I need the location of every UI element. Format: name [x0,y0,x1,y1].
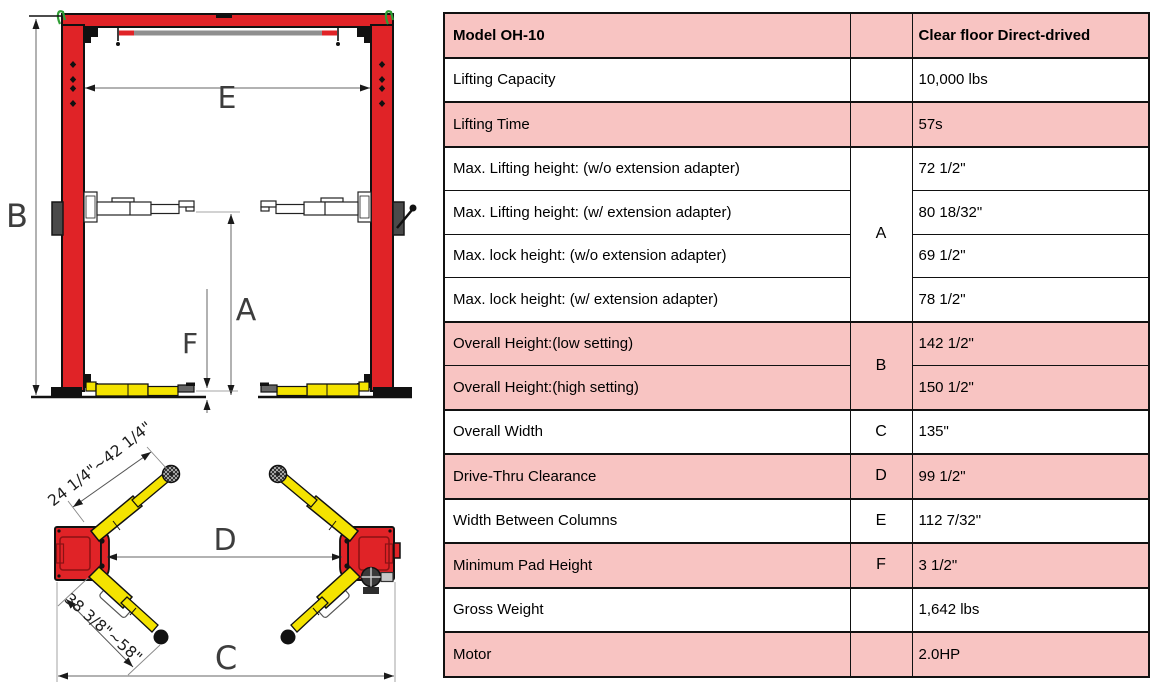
spec-value-cell: 135" [911,409,1150,455]
spec-value-cell: 150 1/2" [911,365,1150,411]
lock-holes [69,61,386,107]
floor-line [31,387,412,399]
dim-letter-cell [849,57,913,103]
spec-value-cell: 1,642 lbs [911,587,1150,633]
table-row: Overall Height:(low setting) B 142 1/2" [443,321,1150,411]
dimension-b: B [6,15,62,395]
dimension-f: F [182,289,238,413]
table-row: Motor 2.0HP [443,631,1150,677]
spec-value-cell: 99 1/2" [911,453,1150,500]
spec-value-cell: 72 1/2" [911,146,1150,191]
spec-value-cell: 78 1/2" [911,277,1150,323]
dim-letter-cell: D [849,453,913,500]
spec-label-cell: Motor [443,631,851,677]
hook-icon [384,10,395,25]
table-row: Minimum Pad Height F 3 1/2" [443,542,1150,589]
lowered-arm [84,374,195,397]
spec-label-cell: Gross Weight [443,587,851,633]
spec-value-cell: 10,000 lbs [911,57,1150,103]
config-name-cell: Clear floor Direct-drived [911,12,1150,59]
spec-label-cell: Drive-Thru Clearance [443,453,851,500]
table-header-row: Model OH-10 Clear floor Direct-drived [443,12,1150,59]
dimension-e: E [85,81,370,116]
spec-label-cell: Max. Lifting height: (w/ extension adapt… [443,190,851,235]
spec-label-cell: Overall Height:(high setting) [443,365,851,411]
dim-letter-cell: B [849,321,913,411]
spec-label-cell: Max. lock height: (w/ extension adapter) [443,277,851,323]
table-row: Width Between Columns E 112 7/32" [443,498,1150,544]
lift-diagram: B E A F [6,10,417,682]
side-pad-right [392,201,405,236]
table-row: Overall Width C 135" [443,409,1150,455]
table-row: Max. Lifting height: (w/o extension adap… [443,146,1150,323]
spec-value-cell: 2.0HP [911,631,1150,677]
dimension-a: A [196,211,257,395]
dimension-label-b: B [6,197,28,235]
table-row: Max. lock height: (w/o extension adapter… [443,233,1150,278]
spec-value-cell: 112 7/32" [911,498,1150,544]
spec-label-cell: Overall Width [443,409,851,455]
front-view-diagram: B E A F [6,10,417,413]
dim-letter-cell: F [849,542,913,589]
dim-letter-cell: E [849,498,913,544]
dimension-d: D [107,523,342,561]
lift-crossbar [61,13,394,43]
spec-value-cell: 80 18/32" [911,190,1150,235]
dim-letter-cell [849,101,913,148]
spec-label-cell: Max. lock height: (w/o extension adapter… [443,233,851,278]
power-unit-lever [396,204,417,229]
spec-value-cell: 57s [911,101,1150,148]
dimension-front-arm-reach: 24 1/4"~42 1/4" [45,418,168,523]
side-pad-left [51,201,64,236]
spec-value-cell: 142 1/2" [911,321,1150,366]
dim-letter-cell: C [849,409,913,455]
table-row: Max. lock height: (w/ extension adapter)… [443,277,1150,323]
dimension-label-f: F [182,327,198,360]
dimension-label-d: D [213,523,236,558]
top-view-diagram: D C 24 1/4"~42 1/4" 38 3/8"~5 [45,418,401,682]
model-name-cell: Model OH-10 [443,12,851,59]
table-row: Overall Height:(high setting) 150 1/2" [443,365,1150,411]
overhead-shutoff-bar [116,26,340,46]
table-row: Gross Weight 1,642 lbs [443,587,1150,633]
spec-table: Model OH-10 Clear floor Direct-drived Li… [443,12,1150,678]
table-row: Lifting Time 57s [443,101,1150,148]
spec-label-cell: Max. Lifting height: (w/o extension adap… [443,146,851,191]
table-row: Drive-Thru Clearance D 99 1/2" [443,453,1150,500]
spec-label-cell: Lifting Capacity [443,57,851,103]
dimension-label-e: E [218,81,237,116]
dim-letter-cell [849,587,913,633]
dim-letter-cell [849,631,913,677]
table-row: Max. Lifting height: (w/ extension adapt… [443,190,1150,235]
power-unit [360,542,401,594]
swing-arm-front [89,464,181,543]
dimension-label-c: C [215,639,237,677]
dim-letter-cell: A [849,146,913,323]
table-row: Lifting Capacity 10,000 lbs [443,57,1150,103]
spec-label-cell: Minimum Pad Height [443,542,851,589]
hook-icon [56,10,67,25]
dimension-c: C [56,582,396,682]
raised-arm [83,191,195,223]
spec-label-cell: Lifting Time [443,101,851,148]
base-plate [54,526,110,581]
rear-arm-range-label: 38 3/8"~58" [61,590,146,667]
dim-letter-cell [849,12,913,59]
spec-label-cell: Overall Height:(low setting) [443,321,851,366]
spec-label-cell: Width Between Columns [443,498,851,544]
dimension-label-a: A [236,293,257,328]
spec-value-cell: 3 1/2" [911,542,1150,589]
spec-value-cell: 69 1/2" [911,233,1150,278]
